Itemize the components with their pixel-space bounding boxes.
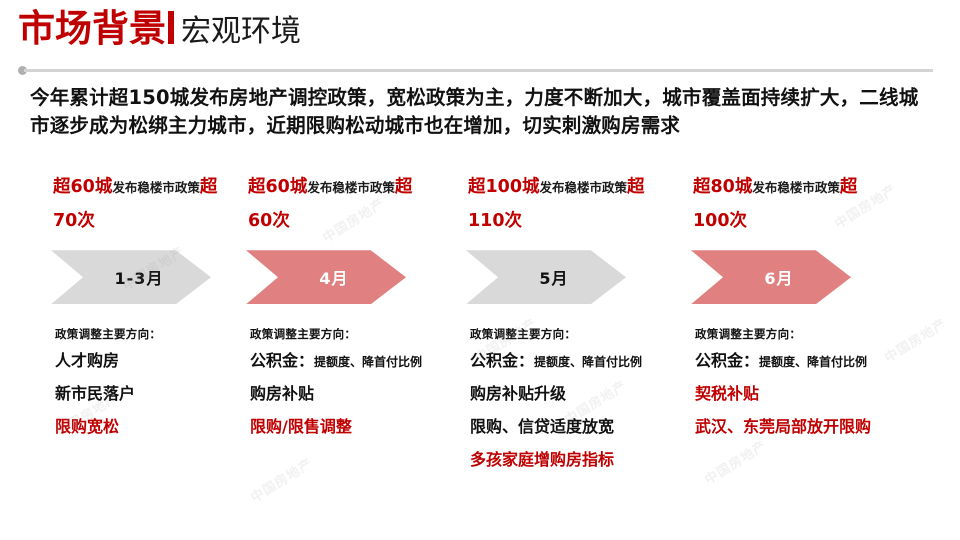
timeline-arrow-4[interactable]: 6月 bbox=[691, 250, 851, 305]
arrow-row-4: 6月 bbox=[685, 244, 917, 316]
directions-heading-2: 政策调整主要方向： bbox=[250, 327, 357, 342]
direction-item-sub: 提额度、降首付比例 bbox=[314, 355, 423, 370]
timeline-arrow-3[interactable]: 5月 bbox=[466, 250, 626, 305]
timeline-column-2: 超60城发布稳楼市政策超 60次 4月 政策调整主要方向： 公积金：提额度、降首… bbox=[240, 170, 455, 452]
direction-item: 契税补贴 bbox=[695, 384, 760, 404]
stat-headline-4: 超80城发布稳楼市政策超 100次 bbox=[685, 170, 917, 238]
timeline-arrow-label-1: 1-3月 bbox=[114, 269, 164, 289]
stat-cities-4: 超80城 bbox=[693, 177, 753, 197]
stat-headline-2: 超60城发布稳楼市政策超 60次 bbox=[240, 170, 455, 238]
timeline-arrow-1[interactable]: 1-3月 bbox=[51, 250, 211, 305]
stat-times-prefix-3: 超 bbox=[627, 177, 645, 197]
direction-item: 多孩家庭增购房指标 bbox=[470, 450, 615, 470]
direction-item: 限购、信贷适度放宽 bbox=[470, 417, 615, 437]
stat-times-4: 100次 bbox=[693, 211, 748, 232]
direction-item: 购房补贴 bbox=[250, 384, 315, 404]
directions-block-4: 政策调整主要方向： 公积金：提额度、降首付比例 契税补贴 武汉、东莞局部放开限购 bbox=[685, 326, 917, 435]
direction-item: 武汉、东莞局部放开限购 bbox=[695, 417, 872, 437]
divider-dot-icon bbox=[18, 66, 27, 75]
direction-item-main: 公积金： bbox=[470, 351, 535, 371]
slide-header: 市场背景 宏观环境 bbox=[0, 0, 960, 75]
stat-cities-1: 超60城 bbox=[53, 177, 113, 197]
lead-paragraph: 今年累计超150城发布房地产调控政策，宽松政策为主，力度不断加大，城市覆盖面持续… bbox=[30, 86, 919, 137]
direction-item-main: 公积金： bbox=[695, 351, 760, 371]
page-title-sub: 宏观环境 bbox=[181, 14, 301, 49]
stat-middle-1: 发布稳楼市政策 bbox=[112, 180, 200, 195]
direction-item-sub: 提额度、降首付比例 bbox=[759, 355, 868, 370]
directions-heading-3: 政策调整主要方向： bbox=[470, 327, 577, 342]
stat-middle-2: 发布稳楼市政策 bbox=[307, 180, 395, 195]
direction-item: 限购宽松 bbox=[55, 417, 120, 437]
arrow-row-3: 5月 bbox=[460, 244, 692, 316]
directions-block-1: 政策调整主要方向： 人才购房 新市民落户 限购宽松 bbox=[45, 326, 260, 435]
timeline-column-3: 超100城发布稳楼市政策超 110次 5月 政策调整主要方向： 公积金：提额度、… bbox=[460, 170, 692, 485]
stat-times-3: 110次 bbox=[468, 211, 523, 232]
timeline-arrow-label-3: 5月 bbox=[539, 269, 569, 289]
stat-cities-2: 超60城 bbox=[248, 177, 308, 197]
timeline-columns: 超60城发布稳楼市政策超 70次 1-3月 政策调整主要方向： 人才购房 新市民… bbox=[0, 170, 960, 530]
direction-item: 公积金：提额度、降首付比例 bbox=[470, 353, 692, 369]
stat-headline-1: 超60城发布稳楼市政策超 70次 bbox=[45, 170, 260, 238]
timeline-arrow-2[interactable]: 4月 bbox=[246, 250, 406, 305]
direction-item-sub: 提额度、降首付比例 bbox=[534, 355, 643, 370]
direction-item: 新市民落户 bbox=[55, 384, 136, 404]
stat-times-prefix-4: 超 bbox=[839, 177, 858, 197]
direction-item: 限购/限售调整 bbox=[250, 417, 352, 437]
stat-middle-4: 发布稳楼市政策 bbox=[752, 180, 840, 195]
direction-item: 公积金：提额度、降首付比例 bbox=[250, 353, 455, 369]
directions-block-3: 政策调整主要方向： 公积金：提额度、降首付比例 购房补贴升级 限购、信贷适度放宽… bbox=[460, 326, 692, 468]
arrow-row-1: 1-3月 bbox=[45, 244, 260, 316]
arrow-row-2: 4月 bbox=[240, 244, 455, 316]
page-title: 市场背景 宏观环境 bbox=[18, 8, 301, 47]
timeline-column-1: 超60城发布稳楼市政策超 70次 1-3月 政策调整主要方向： 人才购房 新市民… bbox=[45, 170, 260, 452]
stat-times-prefix-1: 超 bbox=[199, 177, 218, 197]
directions-heading-4: 政策调整主要方向： bbox=[695, 327, 802, 342]
divider-line bbox=[24, 69, 933, 72]
title-separator-bar bbox=[168, 11, 174, 44]
stat-cities-3: 超100城 bbox=[468, 177, 540, 197]
timeline-arrow-label-4: 6月 bbox=[764, 269, 794, 289]
timeline-column-4: 超80城发布稳楼市政策超 100次 6月 政策调整主要方向： 公积金：提额度、降… bbox=[685, 170, 917, 452]
stat-times-prefix-2: 超 bbox=[394, 177, 413, 197]
timeline-arrow-label-2: 4月 bbox=[319, 269, 349, 289]
directions-heading-1: 政策调整主要方向： bbox=[55, 327, 162, 342]
directions-block-2: 政策调整主要方向： 公积金：提额度、降首付比例 购房补贴 限购/限售调整 bbox=[240, 326, 455, 435]
header-divider bbox=[18, 66, 933, 76]
stat-headline-3: 超100城发布稳楼市政策超 110次 bbox=[460, 170, 692, 238]
stat-times-1: 70次 bbox=[53, 211, 95, 232]
stat-middle-3: 发布稳楼市政策 bbox=[539, 180, 628, 195]
direction-item: 购房补贴升级 bbox=[470, 384, 567, 404]
stat-times-2: 60次 bbox=[248, 211, 290, 232]
direction-item-main: 公积金： bbox=[250, 351, 315, 371]
direction-item: 人才购房 bbox=[55, 351, 120, 371]
page-title-main: 市场背景 bbox=[18, 7, 166, 50]
direction-item: 公积金：提额度、降首付比例 bbox=[695, 353, 917, 369]
